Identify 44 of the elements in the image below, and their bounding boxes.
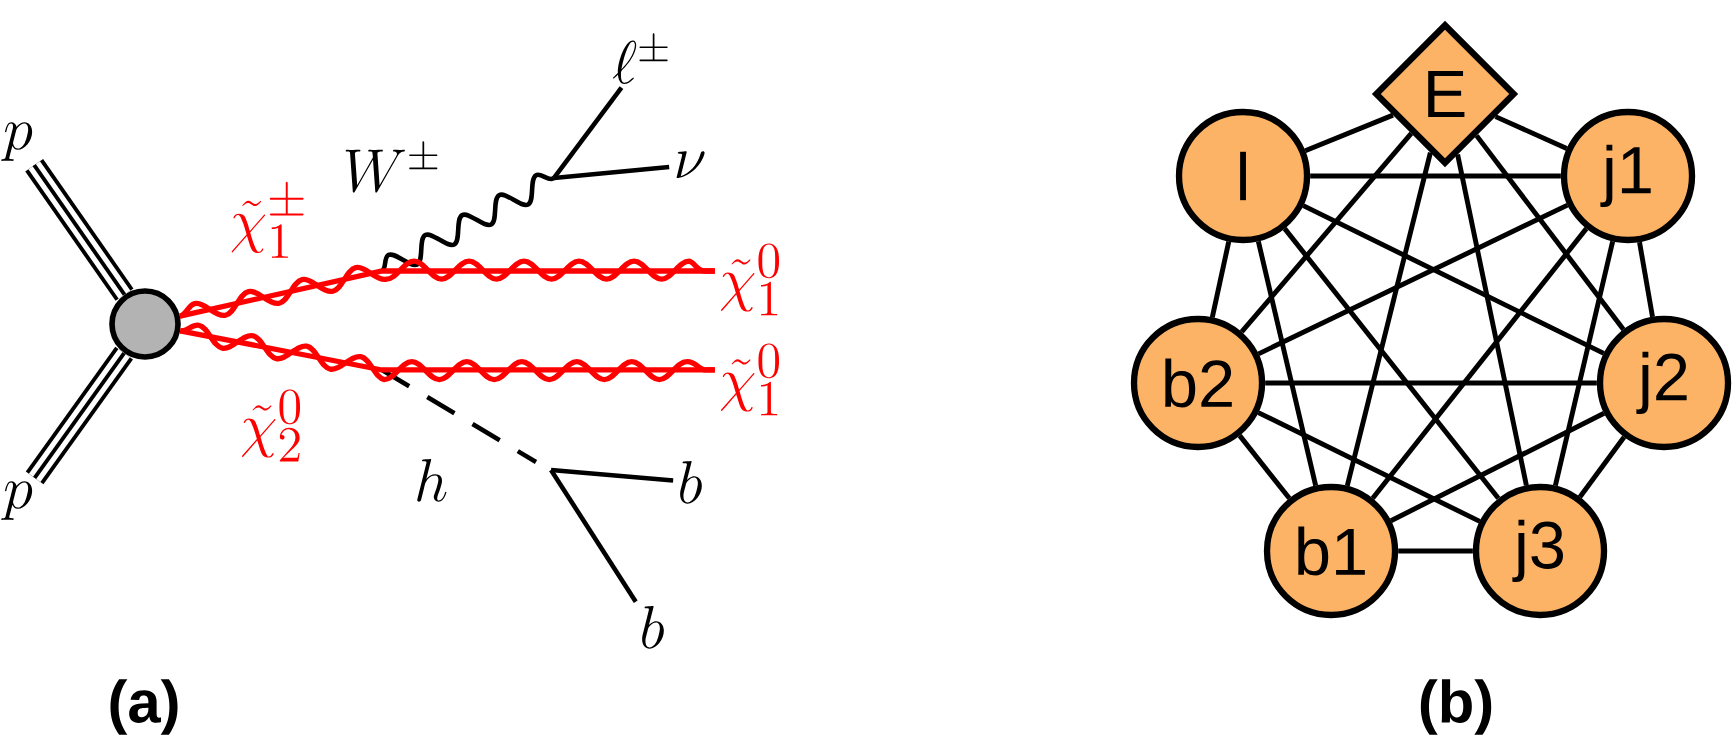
graph-edge bbox=[1474, 134, 1626, 331]
graph-edge bbox=[1239, 131, 1414, 334]
triple-line bbox=[25, 158, 134, 301]
gaugino-line bbox=[179, 322, 715, 383]
graph-edge bbox=[1255, 240, 1319, 487]
edge-label: $\tilde{\chi}_2^0$ bbox=[242, 389, 300, 462]
particle-label: $\nu$ bbox=[676, 151, 705, 179]
graph-edge bbox=[1637, 241, 1655, 318]
particle-label: $p$ bbox=[1, 481, 33, 520]
graph-edge bbox=[1282, 227, 1501, 500]
particle-label: $\tilde{\chi}_1^0$ bbox=[721, 243, 779, 316]
graph-edge bbox=[1209, 241, 1232, 318]
fermion-line bbox=[552, 86, 624, 180]
panel-label: (a) bbox=[110, 679, 178, 735]
particle-label: $\tilde{\chi}_1^0$ bbox=[721, 343, 779, 416]
fermion-line bbox=[550, 467, 674, 483]
particle-label: $b$ bbox=[680, 460, 702, 504]
graph-edge bbox=[1304, 112, 1394, 153]
panel-label: (b) bbox=[1420, 679, 1492, 735]
graph-edge bbox=[1265, 380, 1597, 386]
graph-edge bbox=[1344, 151, 1433, 487]
graph-edge bbox=[1577, 435, 1627, 499]
edge-label: $\tilde{\chi}_1^{\pm}$ bbox=[231, 181, 304, 258]
particle-label: $W^{\pm}$ bbox=[345, 141, 438, 193]
graph-edge bbox=[1257, 410, 1481, 524]
graph-edge bbox=[1552, 240, 1616, 487]
graph-edge bbox=[1237, 434, 1292, 500]
fermion-line bbox=[549, 468, 638, 603]
particle-label: $\ell^{\pm}$ bbox=[613, 33, 668, 84]
gaugino-line bbox=[178, 258, 715, 319]
graph-edge bbox=[1494, 114, 1568, 151]
triple-line bbox=[25, 346, 133, 485]
graph-edge bbox=[1310, 173, 1561, 179]
graph-edge bbox=[1398, 548, 1473, 554]
particle-label: $p$ bbox=[1, 122, 33, 161]
graph-edge bbox=[1455, 154, 1529, 486]
graph-edge bbox=[1389, 411, 1606, 523]
fermion-line bbox=[553, 164, 670, 181]
graph-edge bbox=[1370, 227, 1589, 500]
vertex-blob bbox=[109, 288, 181, 360]
graph-edge bbox=[1257, 202, 1569, 357]
particle-label: $h$ bbox=[417, 458, 447, 502]
graph-edge bbox=[1302, 203, 1605, 356]
particle-label: $b$ bbox=[642, 605, 664, 649]
